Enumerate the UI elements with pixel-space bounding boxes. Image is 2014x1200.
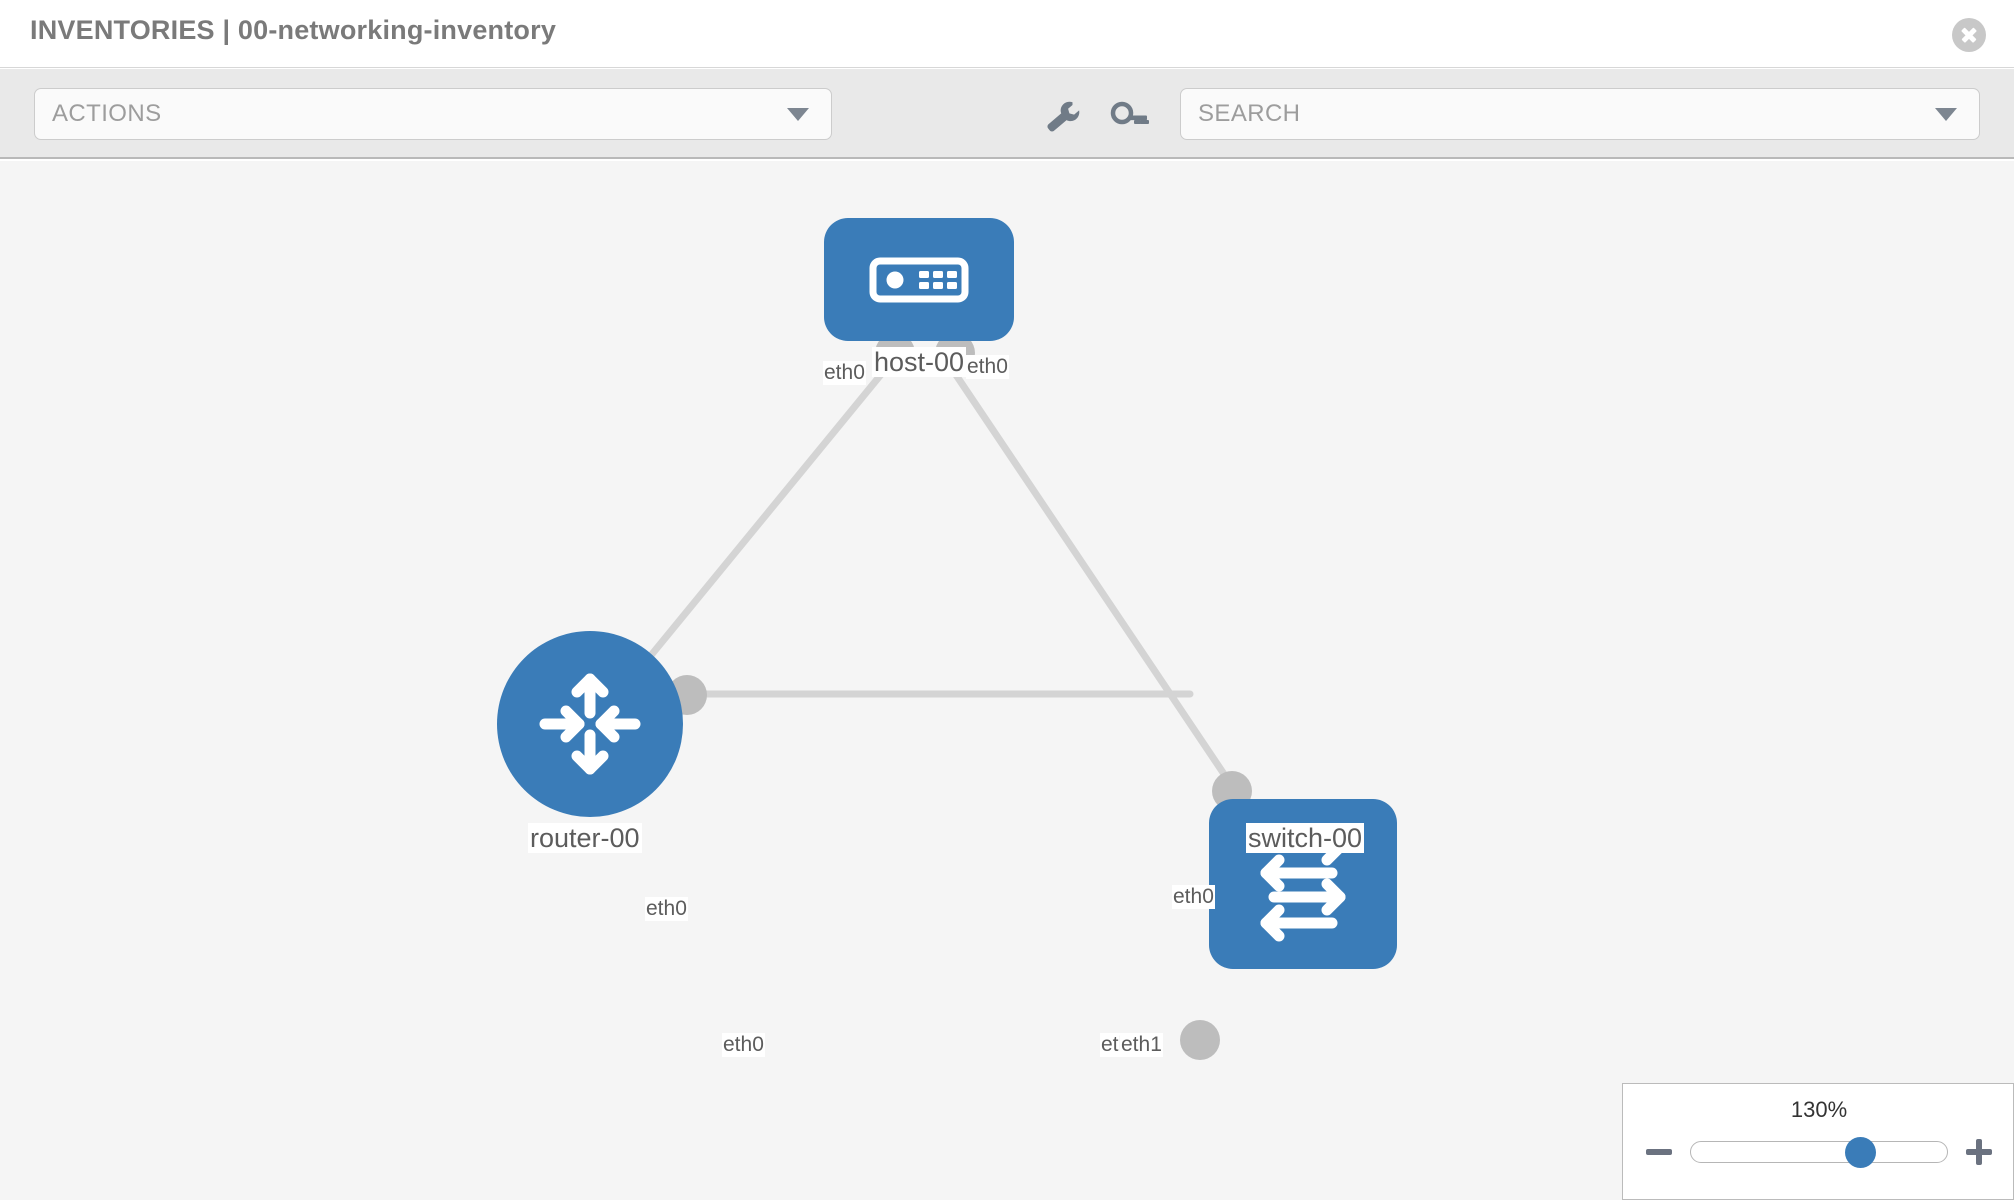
zoom-in-button[interactable] xyxy=(1966,1139,1992,1165)
edge-label-host-right: eth0 xyxy=(966,355,1009,379)
zoom-out-button[interactable] xyxy=(1646,1139,1672,1165)
topology-edges xyxy=(626,362,1236,790)
edge-host-router xyxy=(626,362,892,685)
node-label-router-00: router-00 xyxy=(528,823,642,854)
edge-label-router-upper: eth0 xyxy=(645,897,688,921)
node-label-switch-00: switch-00 xyxy=(1246,823,1365,854)
node-router-00[interactable] xyxy=(497,631,683,817)
chevron-down-icon xyxy=(1935,107,1957,121)
zoom-control-panel: 130% xyxy=(1622,1083,2014,1200)
page-title: INVENTORIES | 00-networking-inventory xyxy=(30,15,557,45)
topology-canvas[interactable]: host-00 eth0 eth0 router-00 eth0 eth0 xyxy=(0,161,2014,1200)
node-label-host-00: host-00 xyxy=(872,347,967,378)
zoom-slider-thumb[interactable] xyxy=(1845,1136,1876,1168)
node-host-00[interactable] xyxy=(824,218,1014,341)
edge-host-switch xyxy=(946,362,1236,790)
zoom-level-label: 130% xyxy=(1790,1097,1848,1122)
actions-dropdown-label: ACTIONS xyxy=(52,100,162,127)
actions-dropdown[interactable]: ACTIONS xyxy=(34,88,832,140)
chevron-down-icon xyxy=(787,107,809,121)
zoom-slider-row xyxy=(1623,1132,2014,1172)
search-placeholder: SEARCH xyxy=(1198,100,1301,127)
toolbar: ACTIONS SEARCH xyxy=(0,69,2014,159)
edge-label-switch-upper: eth0 xyxy=(1172,885,1215,909)
wrench-icon[interactable] xyxy=(1042,99,1082,135)
edge-label-host-left: eth0 xyxy=(823,361,866,385)
page-header: INVENTORIES | 00-networking-inventory xyxy=(0,0,2014,68)
router-arrows-icon xyxy=(539,673,641,775)
edge-label-switch-left: eth1 xyxy=(1120,1033,1163,1057)
edge-label-router-right: eth0 xyxy=(722,1033,765,1057)
close-icon[interactable] xyxy=(1952,18,1986,52)
search-input[interactable]: SEARCH xyxy=(1180,88,1980,140)
key-icon[interactable] xyxy=(1110,99,1150,135)
handle-switch-left[interactable] xyxy=(1180,1020,1220,1060)
zoom-slider[interactable] xyxy=(1690,1136,1948,1168)
server-icon xyxy=(869,257,969,302)
